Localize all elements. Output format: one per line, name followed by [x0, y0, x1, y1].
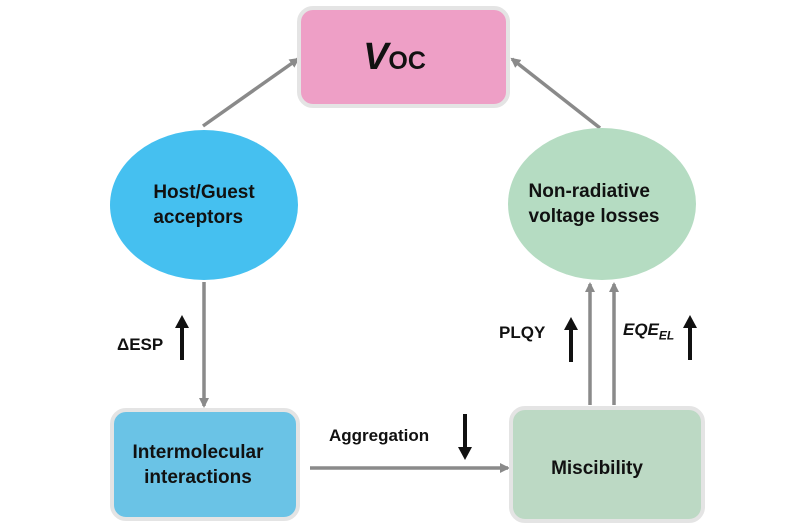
desp-label: ΔESP — [117, 335, 164, 354]
aggregation-down-arrow-icon — [458, 414, 472, 460]
desp-up-arrow-icon — [175, 315, 189, 360]
host-guest-node: Host/Guest acceptors — [110, 130, 298, 280]
voc-label: VOC — [363, 36, 426, 79]
voc-node: VOC — [297, 6, 510, 108]
eqe-main-text: EQE — [623, 320, 659, 339]
host-guest-line2: acceptors — [153, 207, 244, 228]
miscibility-label: Miscibility — [551, 457, 643, 479]
miscibility-node: Miscibility — [509, 406, 705, 523]
arrow-host-to-voc — [201, 57, 300, 128]
voc-main-text: V — [363, 35, 389, 78]
nonrad-line1: Non-radiative — [528, 181, 650, 202]
plqy-label: PLQY — [499, 323, 546, 342]
aggregation-label: Aggregation — [329, 426, 430, 445]
eqe-subscript: EL — [658, 328, 675, 343]
eqe-label: EQEEL — [623, 320, 674, 342]
intermolecular-line1: Intermolecular — [132, 441, 264, 463]
intermolecular-line2: interactions — [144, 466, 252, 488]
host-guest-line1: Host/Guest — [153, 182, 255, 203]
arrow-nonrad-to-voc — [510, 57, 602, 130]
intermolecular-node: Intermolecular interactions — [110, 408, 300, 521]
nonrad-node: Non-radiative voltage losses — [508, 128, 696, 280]
eqe-up-arrow-icon — [683, 315, 697, 360]
voc-subscript: OC — [388, 46, 426, 75]
plqy-up-arrow-icon — [564, 317, 578, 362]
nonrad-line2: voltage losses — [528, 206, 660, 227]
